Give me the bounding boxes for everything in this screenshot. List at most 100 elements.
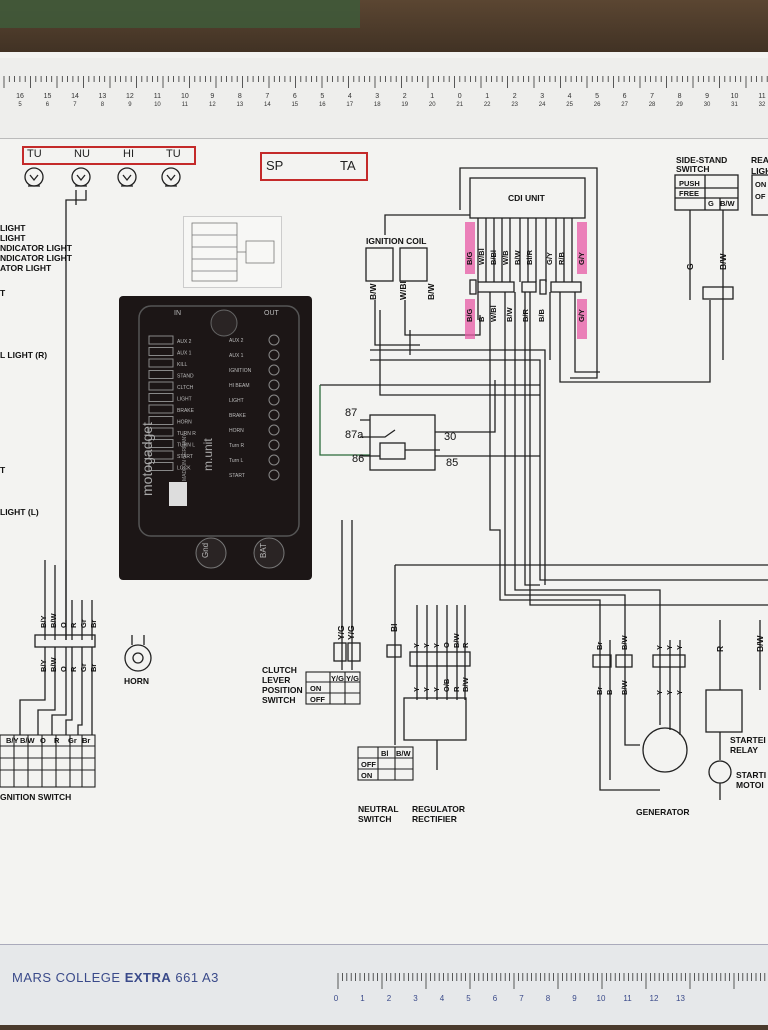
m-unit-in-pin bbox=[148, 450, 174, 460]
m-unit-out-pin bbox=[268, 349, 280, 361]
starter-motor-1: STARTI bbox=[736, 770, 767, 780]
cdi-wire-label: B/Bl bbox=[489, 250, 498, 265]
ruler-number: 13 bbox=[676, 994, 685, 1003]
m-unit-in-pin-label: LOCK bbox=[177, 466, 191, 472]
ruler-number: 15 bbox=[291, 102, 298, 108]
ruler-brand-prefix: MARS COLLEGE bbox=[12, 970, 121, 985]
m-unit-in-pin-label: LIGHT bbox=[177, 397, 192, 403]
cdi-wire-label: W/B bbox=[501, 250, 510, 265]
clutch-wire: Y/G bbox=[346, 625, 356, 640]
ruler-number: 6 bbox=[493, 994, 498, 1003]
m-unit-in-pin bbox=[148, 404, 174, 414]
ruler-number: 3 bbox=[375, 93, 379, 100]
generator-wire-label: Y bbox=[675, 689, 684, 695]
m-unit-in-pin bbox=[148, 416, 174, 425]
cdi-wire-label: Bl/R bbox=[525, 250, 534, 265]
neutral-wire: Bl bbox=[389, 623, 399, 633]
generator-wire-label: Br bbox=[595, 686, 604, 695]
regulator-wire-label: Y bbox=[412, 642, 421, 648]
bulb-label-hi: HI bbox=[123, 148, 134, 160]
bulb-label-tu-left: TU bbox=[27, 148, 42, 160]
regulator-wire-label: Y bbox=[412, 686, 421, 692]
neutral-col: B/W bbox=[396, 749, 411, 758]
ignition-switch-col: O bbox=[40, 736, 46, 745]
m-unit-in-pin-label: START bbox=[177, 454, 193, 460]
generator-wire-label: Y bbox=[665, 689, 674, 695]
m-unit-out-pin bbox=[268, 334, 280, 346]
ruler-number: 5 bbox=[320, 93, 324, 100]
generator-wire-label: Y bbox=[675, 644, 684, 650]
ta-label: TA bbox=[340, 158, 356, 173]
ignition-switch-col: B/W bbox=[20, 736, 35, 745]
cdi-wire-label: W/Bl bbox=[477, 248, 486, 265]
ruler-number: 12 bbox=[126, 93, 134, 100]
ruler-number: 11 bbox=[623, 994, 632, 1003]
cdi-wire-label: B/B bbox=[537, 309, 546, 322]
ruler-number: 8 bbox=[238, 93, 242, 100]
m-unit-out-pin-label: HORN bbox=[229, 428, 244, 434]
relay-pin-85: 85 bbox=[446, 457, 459, 469]
legend-line: ATOR LIGHT bbox=[0, 263, 52, 273]
starter-relay-1: STARTEI bbox=[730, 735, 766, 745]
ruler-number: 8 bbox=[546, 994, 551, 1003]
generator-wire-label: B/W bbox=[620, 680, 629, 695]
ruler-number: 11 bbox=[182, 102, 189, 108]
m-unit-out-pin bbox=[268, 469, 280, 481]
indicator-bulbs bbox=[24, 167, 181, 187]
neutral-label-2: SWITCH bbox=[358, 814, 392, 824]
ruler-number: 17 bbox=[346, 102, 353, 108]
regulator-wire-label: B/W bbox=[461, 677, 470, 692]
cdi-wire-label: W/Bl bbox=[489, 305, 498, 322]
bulb-label-nu: NU bbox=[74, 148, 90, 160]
ruler-number: 5 bbox=[466, 994, 471, 1003]
ruler-number: 0 bbox=[334, 994, 339, 1003]
ruler-number: 14 bbox=[71, 93, 79, 100]
regulator-wire-label: R bbox=[461, 642, 470, 648]
ruler-brand: MARS COLLEGE EXTRA 661 A3 bbox=[12, 970, 219, 985]
ruler-number: 11 bbox=[758, 93, 765, 100]
side-stand-row-push: PUSH bbox=[679, 179, 700, 188]
regulator-wire-label: O/B bbox=[442, 678, 451, 692]
m-unit-bat: BAT bbox=[259, 543, 268, 558]
starter-relay-2: RELAY bbox=[730, 745, 759, 755]
harness-wire-label: O bbox=[59, 666, 68, 672]
m-unit-brand: motogadget bbox=[139, 422, 155, 496]
cdi-wire-label: R/B bbox=[557, 252, 566, 265]
generator-wire-label: Y bbox=[655, 644, 664, 650]
ignition-switch-col: Gr bbox=[68, 736, 77, 745]
ruler-number: 8 bbox=[101, 102, 105, 108]
sp-label: SP bbox=[266, 158, 284, 173]
ruler-number: 7 bbox=[73, 102, 77, 108]
ruler-number: 27 bbox=[621, 102, 628, 108]
cdi-wire-label: B/W bbox=[505, 307, 514, 322]
side-stand-wire: B/W bbox=[718, 253, 728, 270]
harness-wire-label: B/Y bbox=[39, 659, 48, 672]
ignition-coil-title: IGNITION COIL bbox=[366, 236, 427, 246]
bulb-label-red-box bbox=[22, 146, 196, 165]
ignition-switch-col: Br bbox=[82, 736, 91, 745]
clutch-switch-grid bbox=[305, 671, 361, 705]
m-unit-in-pin-label: CLTCH bbox=[177, 385, 194, 391]
bulb-icon bbox=[117, 167, 137, 187]
clutch-label-2: LEVER bbox=[262, 675, 291, 685]
m-unit-out-pin-label: Turn L bbox=[229, 458, 243, 464]
ignition-switch-grid bbox=[0, 734, 96, 788]
ruler-number: 30 bbox=[704, 102, 711, 108]
starter-wire: B/W bbox=[755, 635, 765, 652]
ruler-number: 4 bbox=[568, 93, 572, 100]
regulator-wire-label: O bbox=[442, 642, 451, 648]
ruler-number: 10 bbox=[181, 93, 189, 100]
ruler-number: 1 bbox=[485, 93, 489, 100]
m-unit-in-pin-label: TURN L bbox=[177, 443, 195, 449]
ruler-number: 3 bbox=[540, 93, 544, 100]
cdi-top-loop bbox=[459, 167, 598, 379]
clutch-row-on: ON bbox=[310, 684, 322, 693]
rear-light-cut: LIGH bbox=[751, 166, 768, 176]
ruler-number: 23 bbox=[511, 102, 518, 108]
ruler-number: 13 bbox=[99, 93, 107, 100]
m-unit-in-pin-label: AUX 2 bbox=[177, 339, 192, 345]
side-stand-col-bw: B/W bbox=[720, 199, 735, 208]
ruler-number: 5 bbox=[595, 93, 599, 100]
